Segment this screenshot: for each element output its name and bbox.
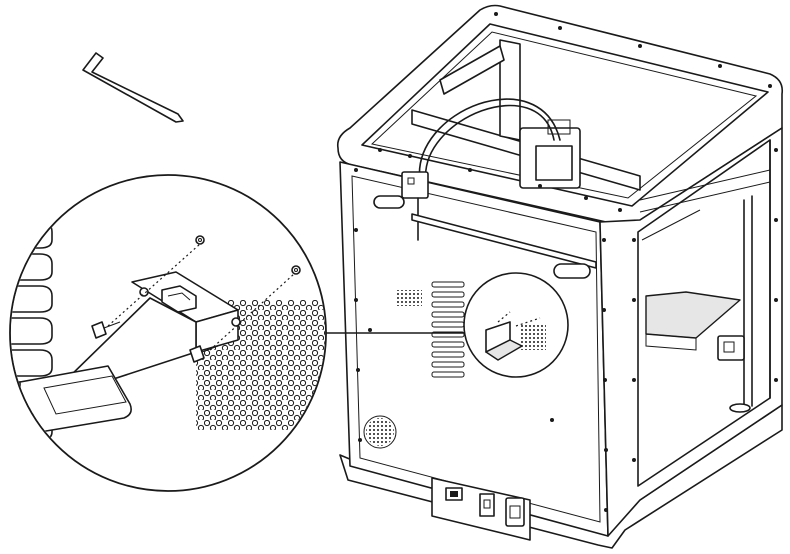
3d-printer-enclosure bbox=[338, 6, 783, 549]
hex-key-icon bbox=[83, 53, 183, 122]
fan-grille bbox=[364, 416, 396, 448]
zoom-callout bbox=[0, 175, 326, 491]
